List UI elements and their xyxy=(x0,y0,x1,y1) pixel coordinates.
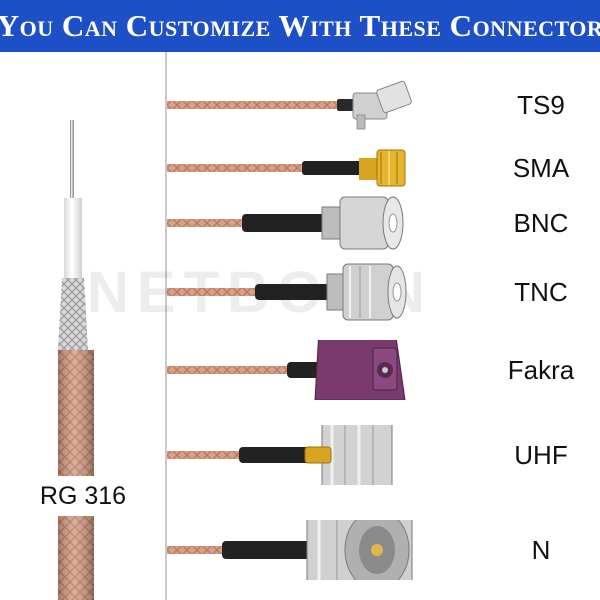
uhf-connector-image xyxy=(167,425,393,485)
connector-label-bnc: BNC xyxy=(513,207,569,238)
sma-connector-image xyxy=(167,149,406,187)
connector-row-tnc: TNC xyxy=(167,262,600,322)
connector-label-ts9: TS9 xyxy=(517,89,565,120)
connector-label-fakra: Fakra xyxy=(507,354,575,385)
header-banner: You Can Customize With These Connector xyxy=(0,0,600,52)
connector-label-tnc: TNC xyxy=(514,276,568,307)
ts9-connector-image xyxy=(167,80,412,130)
connector-row-sma: SMA xyxy=(167,138,600,198)
bnc-connector-image xyxy=(167,196,404,250)
connector-label-n: N xyxy=(531,534,551,565)
connector-label-uhf: UHF xyxy=(514,439,568,470)
banner-title: You Can Customize With These Connector xyxy=(0,8,600,43)
tnc-connector-image xyxy=(167,263,407,321)
connector-row-n: N xyxy=(167,520,600,580)
rg316-cable-image xyxy=(58,120,94,600)
n-connector-image xyxy=(167,520,413,580)
connector-label-sma: SMA xyxy=(512,152,570,183)
connector-row-bnc: BNC xyxy=(167,193,600,253)
fakra-connector-image xyxy=(167,340,406,400)
cable-type-label: RG 316 xyxy=(18,476,148,516)
connector-row-ts9: TS9 xyxy=(167,75,600,135)
vertical-divider xyxy=(165,52,167,600)
connector-row-uhf: UHF xyxy=(167,425,600,485)
connector-row-fakra: Fakra xyxy=(167,340,600,400)
